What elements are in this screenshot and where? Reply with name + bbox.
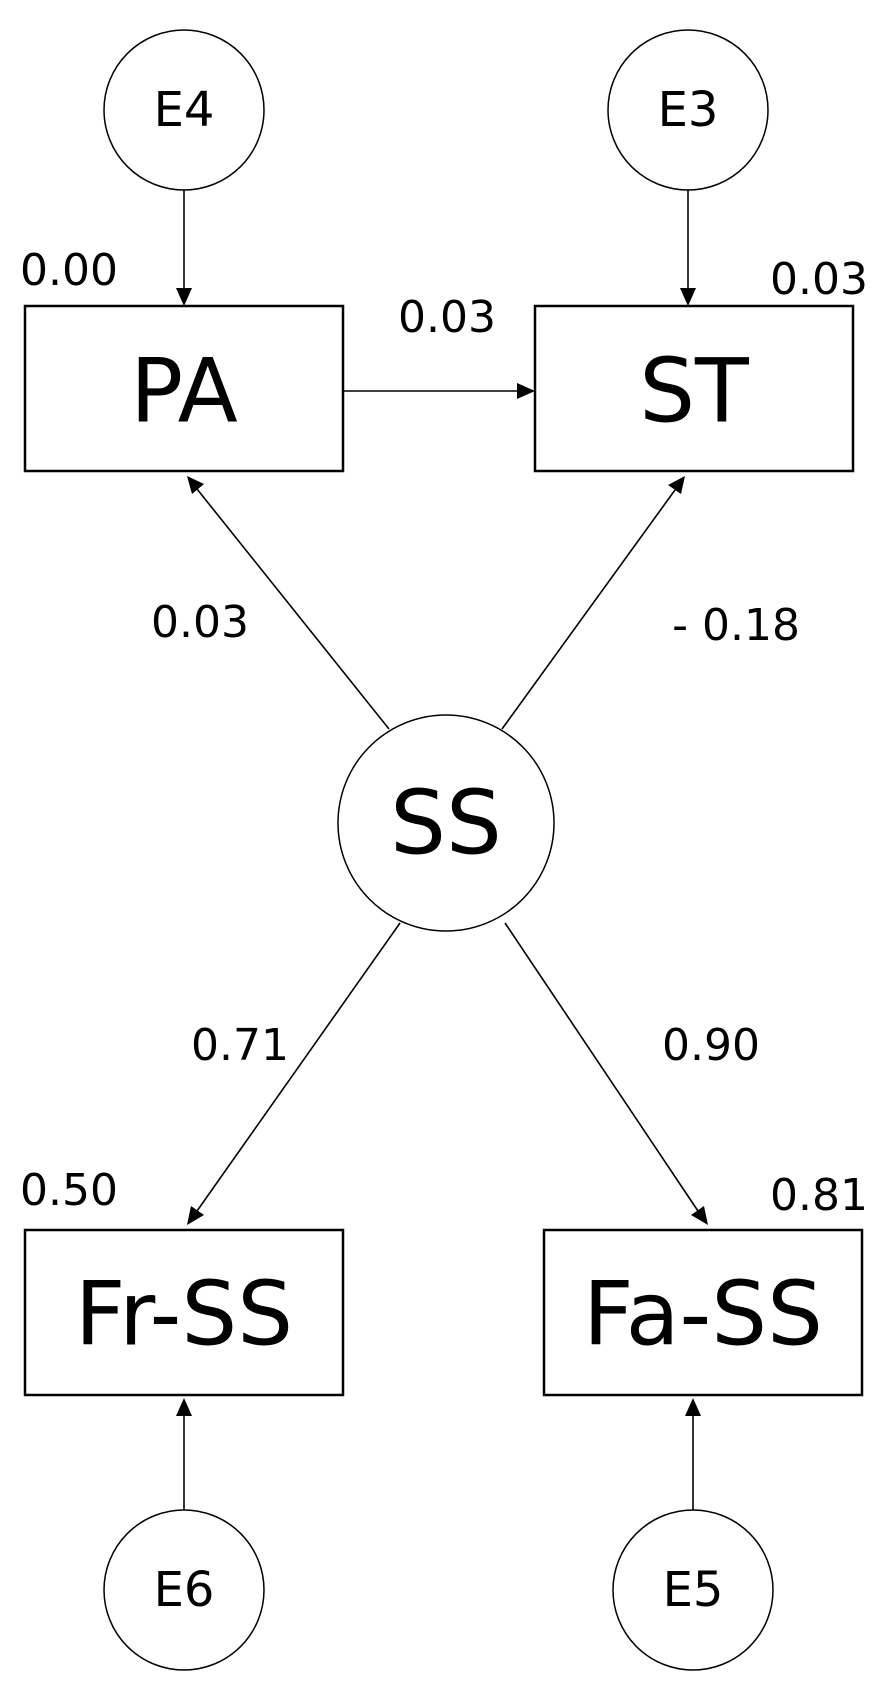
node-ss: SS [337, 714, 555, 932]
node-e4-label: E4 [154, 82, 215, 138]
edge-e4-to-pa [176, 190, 192, 306]
node-e5: E5 [612, 1509, 774, 1671]
ss-to-pa-label: 0.03 [151, 597, 249, 648]
node-st: ST [533, 304, 855, 473]
edge-ss-to-fa-ss [504, 922, 708, 1225]
node-ss-label: SS [390, 772, 502, 875]
fr-ss-r2-label: 0.50 [20, 1165, 118, 1216]
ss-to-st-label: - 0.18 [672, 600, 800, 651]
fa-ss-r2-label: 0.81 [770, 1170, 868, 1221]
st-r2-label: 0.03 [770, 254, 868, 305]
node-fa-ss: Fa-SS [542, 1228, 864, 1397]
node-e6-label: E6 [154, 1562, 215, 1618]
ss-to-fa-ss-label: 0.90 [662, 1020, 760, 1071]
node-pa: PA [23, 304, 345, 473]
pa-to-st-label: 0.03 [398, 292, 496, 343]
node-pa-label: PA [130, 340, 238, 443]
edge-ss-to-pa [187, 476, 390, 730]
node-fa-ss-label: Fa-SS [583, 1263, 823, 1366]
node-st-label: ST [639, 340, 750, 443]
node-e6: E6 [103, 1509, 265, 1671]
node-e5-label: E5 [663, 1562, 724, 1618]
pa-r2-label: 0.00 [20, 245, 118, 296]
edge-e5-to-fa-ss [685, 1398, 701, 1510]
edge-pa-to-st [343, 383, 535, 399]
edge-e6-to-fr-ss [176, 1398, 192, 1510]
edge-e3-to-st [680, 190, 696, 306]
node-fr-ss-label: Fr-SS [75, 1263, 293, 1366]
ss-to-fr-ss-label: 0.71 [191, 1020, 289, 1071]
node-e3-label: E3 [658, 82, 719, 138]
edge-ss-to-fr-ss [187, 922, 401, 1225]
node-e4: E4 [103, 29, 265, 191]
node-e3: E3 [607, 29, 769, 191]
edge-ss-to-st [501, 476, 685, 730]
node-fr-ss: Fr-SS [23, 1228, 345, 1397]
